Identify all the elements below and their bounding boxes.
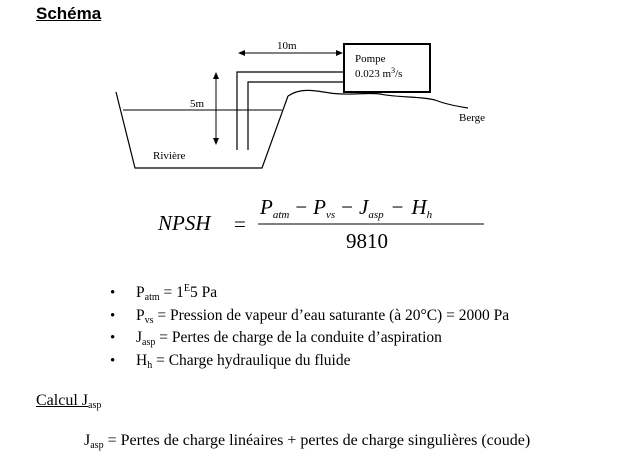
formula-denominator: 9810: [346, 229, 388, 253]
definition-pvs: Pvs = Pression de vapeur d’eau saturante…: [110, 305, 509, 328]
definitions-list: Patm = 1E5 Pa Pvs = Pression de vapeur d…: [110, 282, 509, 372]
calc-definition-line: Jasp = Pertes de charge linéaires + pert…: [84, 432, 531, 451]
suction-pipe-outer: [236, 71, 343, 150]
bank-label: Berge: [459, 112, 485, 124]
bank-ground-line: [287, 89, 469, 109]
definition-hh: Hh = Charge hydraulique du fluide: [110, 350, 509, 373]
pump-flow-label: 0.023 m3/s: [355, 66, 402, 80]
suction-pipe-inner: [247, 81, 343, 150]
formula-lhs: NPSH: [157, 211, 212, 235]
formula-equals: =: [234, 212, 246, 236]
definition-patm: Patm = 1E5 Pa: [110, 282, 509, 305]
formula-numerator: Patm−Pvs−Jasp−Hh: [259, 195, 433, 221]
pump-river-diagram: 10m 5m Pompe 0.023 m3/s Rivière Berge: [115, 40, 485, 169]
definition-jasp: Jasp = Pertes de charge de la conduite d…: [110, 327, 509, 350]
distance-arrowhead-right: [336, 50, 343, 56]
pump-label: Pompe: [355, 53, 386, 65]
height-arrowhead-bottom: [213, 138, 219, 145]
section-title-schema: Schéma: [36, 4, 102, 23]
distance-arrowhead-left: [238, 50, 245, 56]
river-label: Rivière: [153, 150, 185, 162]
pump-box: [343, 43, 431, 93]
distance-label: 10m: [277, 40, 297, 52]
height-arrowhead-top: [213, 72, 219, 79]
npsh-formula: NPSH = Patm−Pvs−Jasp−Hh 9810: [157, 195, 484, 253]
river-basin-outline: [115, 91, 289, 169]
height-label: 5m: [190, 98, 205, 110]
calc-section-title: Calcul Jasp: [36, 392, 102, 411]
